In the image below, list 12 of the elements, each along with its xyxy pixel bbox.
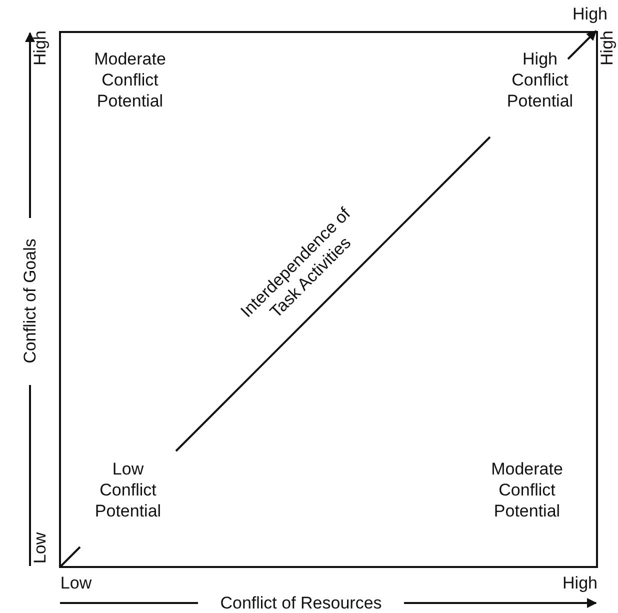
axis-end-label: High [572, 4, 608, 24]
axis-title: Conflict of Goals [20, 238, 40, 364]
quadrant-label: Moderate Conflict Potential [93, 48, 167, 112]
quadrant-label: High Conflict Potential [506, 48, 574, 112]
axis-end-label: Low [60, 572, 92, 594]
quadrant-label: Moderate Conflict Potential [490, 458, 564, 522]
axis-end-label: High [562, 572, 598, 594]
axis-title: Conflict of Resources [220, 592, 382, 613]
axis-end-label: High [30, 30, 50, 66]
quadrant-label: Low Conflict Potential [94, 458, 162, 522]
axis-end-label: High [596, 30, 618, 66]
axis-end-label: Low [30, 532, 50, 564]
